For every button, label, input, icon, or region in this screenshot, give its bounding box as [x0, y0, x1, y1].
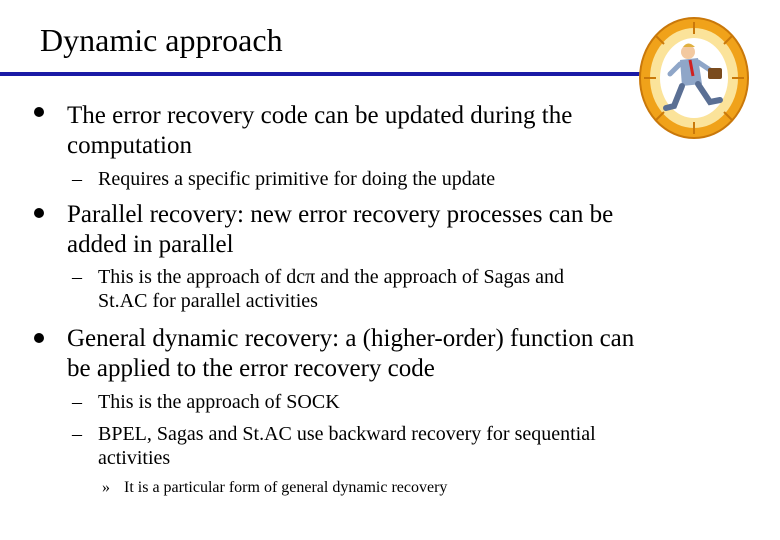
- bullet-dot: [33, 207, 47, 221]
- bullet-text: The error recovery code can be updated d…: [67, 102, 573, 159]
- dash-marker: –: [72, 266, 82, 288]
- title-underline: [0, 72, 640, 76]
- sub-bullet-text: This is the approach of dcπ and the appr…: [98, 266, 565, 312]
- dash-marker: –: [72, 423, 82, 445]
- hamster-wheel-runner-icon: [639, 17, 749, 139]
- dash-marker: –: [72, 168, 82, 190]
- slide-title: Dynamic approach: [40, 22, 283, 58]
- sub-bullet-text: Requires a specific primitive for doing …: [98, 168, 496, 190]
- bullet-text: General dynamic recovery: a (higher-orde…: [67, 325, 635, 382]
- sub-bullet-text: BPEL, Sagas and St.AC use backward recov…: [98, 423, 596, 469]
- bullet-dot: [33, 106, 47, 120]
- sub-sub-bullet-text: It is a particular form of general dynam…: [124, 479, 448, 496]
- sub-bullet-text: This is the approach of SOCK: [98, 391, 340, 413]
- dash-marker: –: [72, 391, 82, 413]
- bullet-text: Parallel recovery: new error recovery pr…: [67, 201, 614, 258]
- sub-sub-marker: »: [102, 479, 110, 496]
- bullet-dot: [33, 332, 47, 346]
